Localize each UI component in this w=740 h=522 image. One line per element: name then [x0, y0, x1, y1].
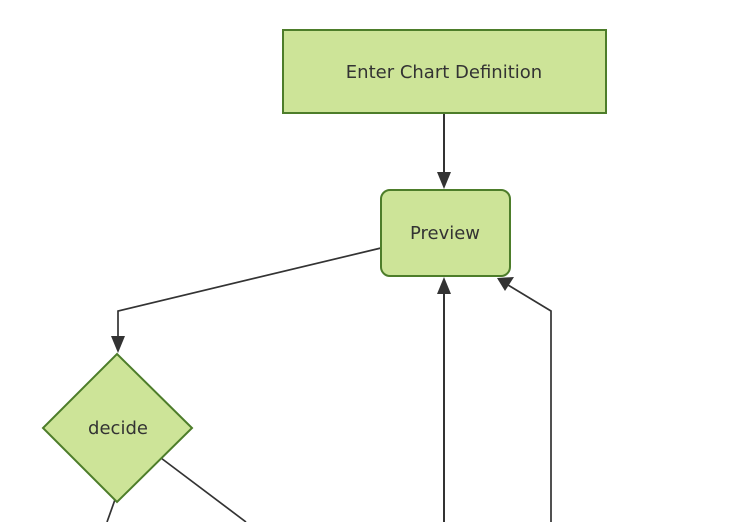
node-preview[interactable]: Preview [380, 189, 511, 277]
edge-bottom-right-to-preview-arrowhead [497, 277, 514, 291]
node-enter-chart-definition-shape [282, 29, 607, 114]
edge-preview-to-decide-line [117, 247, 382, 341]
edge-bottom-center-to-preview-arrowhead [437, 277, 451, 294]
edge-bottom-right-to-preview[interactable] [497, 277, 552, 522]
node-enter-chart-definition[interactable]: Enter Chart Definition [282, 29, 607, 114]
edge-preview-to-decide-arrowhead [111, 336, 125, 353]
node-layer: Enter Chart Definition Preview decide [41, 29, 607, 504]
edge-preview-to-decide[interactable] [111, 247, 382, 353]
edge-enter-to-preview-arrowhead [437, 172, 451, 189]
edge-decide-to-bottom-right-line [160, 457, 247, 522]
edge-layer [106, 113, 552, 522]
node-preview-shape [380, 189, 511, 277]
node-decide-shape [41, 352, 194, 504]
node-preview-label: Preview [410, 223, 480, 244]
node-enter-chart-definition-label: Enter Chart Definition [346, 62, 542, 83]
edge-bottom-right-to-preview-line [507, 284, 552, 522]
edge-bottom-center-to-preview[interactable] [437, 277, 451, 522]
edge-enter-to-preview[interactable] [437, 113, 451, 189]
node-decide[interactable]: decide [41, 352, 194, 504]
edge-decide-to-bottom-right[interactable] [160, 457, 247, 522]
node-decide-label: decide [88, 418, 148, 439]
